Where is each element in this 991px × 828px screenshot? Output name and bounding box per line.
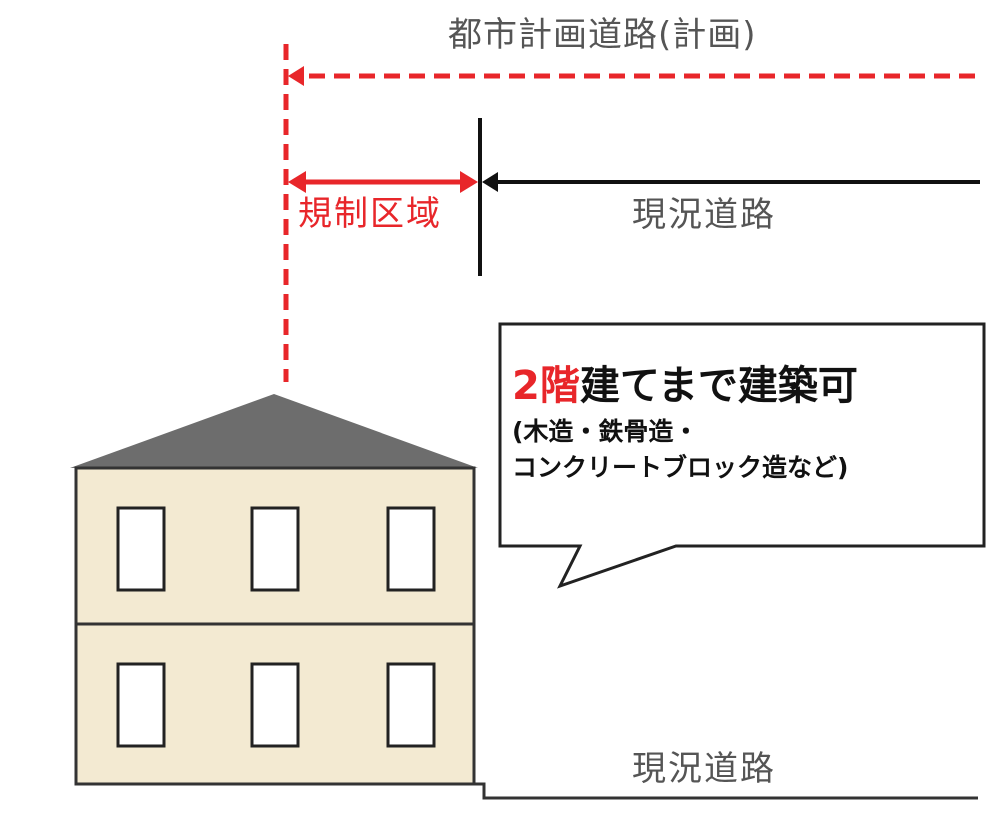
building-roof [70, 394, 478, 468]
current-road-arrowhead [482, 172, 498, 192]
current-road-label-upper: 現況道路 [632, 195, 776, 235]
current-road-label-lower: 現況道路 [632, 749, 776, 789]
callout-detail-line1: (木造・鉄骨造・ [512, 417, 699, 446]
window [386, 506, 436, 592]
window [116, 506, 166, 592]
road-edge-line [474, 782, 978, 800]
window [250, 506, 300, 592]
callout-headline: 2階建てまで建築可 [512, 366, 982, 406]
window [386, 662, 436, 748]
callout-bubble [498, 322, 986, 589]
planned-road-label: 都市計画道路(計画) [448, 15, 757, 55]
planned-road-arrowhead [288, 66, 304, 86]
callout-detail-line2: コンクリートブロック造など) [512, 453, 849, 483]
regulated-zone-label: 規制区域 [298, 194, 442, 234]
callout-floors: 2階 [512, 363, 580, 409]
callout-text: 2階建てまで建築可 (木造・鉄骨造・ コンクリートブロック造など) [512, 366, 982, 487]
callout-headline-rest: 建てまで建築可 [579, 363, 858, 409]
window [116, 662, 166, 748]
window [250, 662, 300, 748]
regulated-zone-arrowhead-left [288, 171, 306, 193]
regulated-zone-arrowhead-right [460, 171, 478, 193]
